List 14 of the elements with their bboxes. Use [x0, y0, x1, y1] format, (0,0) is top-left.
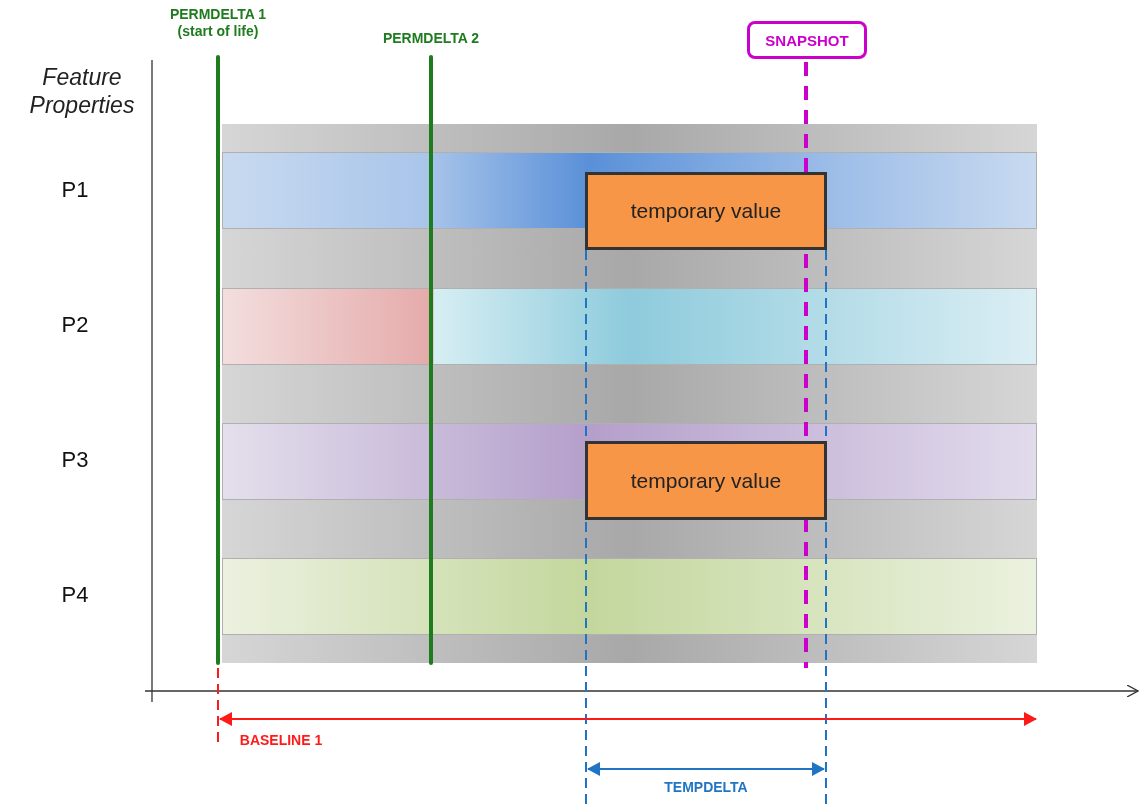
line-label: PERMDELTA 1 (start of life) — [168, 6, 268, 40]
property-bar — [222, 558, 1037, 635]
row-label: P1 — [60, 177, 90, 204]
line-label: PERMDELTA 2 — [381, 30, 481, 47]
row-label: P4 — [60, 582, 90, 609]
row-label: P2 — [60, 312, 90, 339]
snapshot-box: SNAPSHOT — [747, 21, 867, 59]
dimension-label: TEMPDELTA — [663, 779, 749, 796]
property-bar — [222, 288, 1037, 365]
dimension-label: BASELINE 1 — [238, 732, 324, 749]
value-box: temporary value — [585, 172, 827, 250]
value-box: temporary value — [585, 441, 827, 520]
row-label: P3 — [60, 447, 90, 474]
axis-label: Feature Properties — [28, 64, 136, 120]
